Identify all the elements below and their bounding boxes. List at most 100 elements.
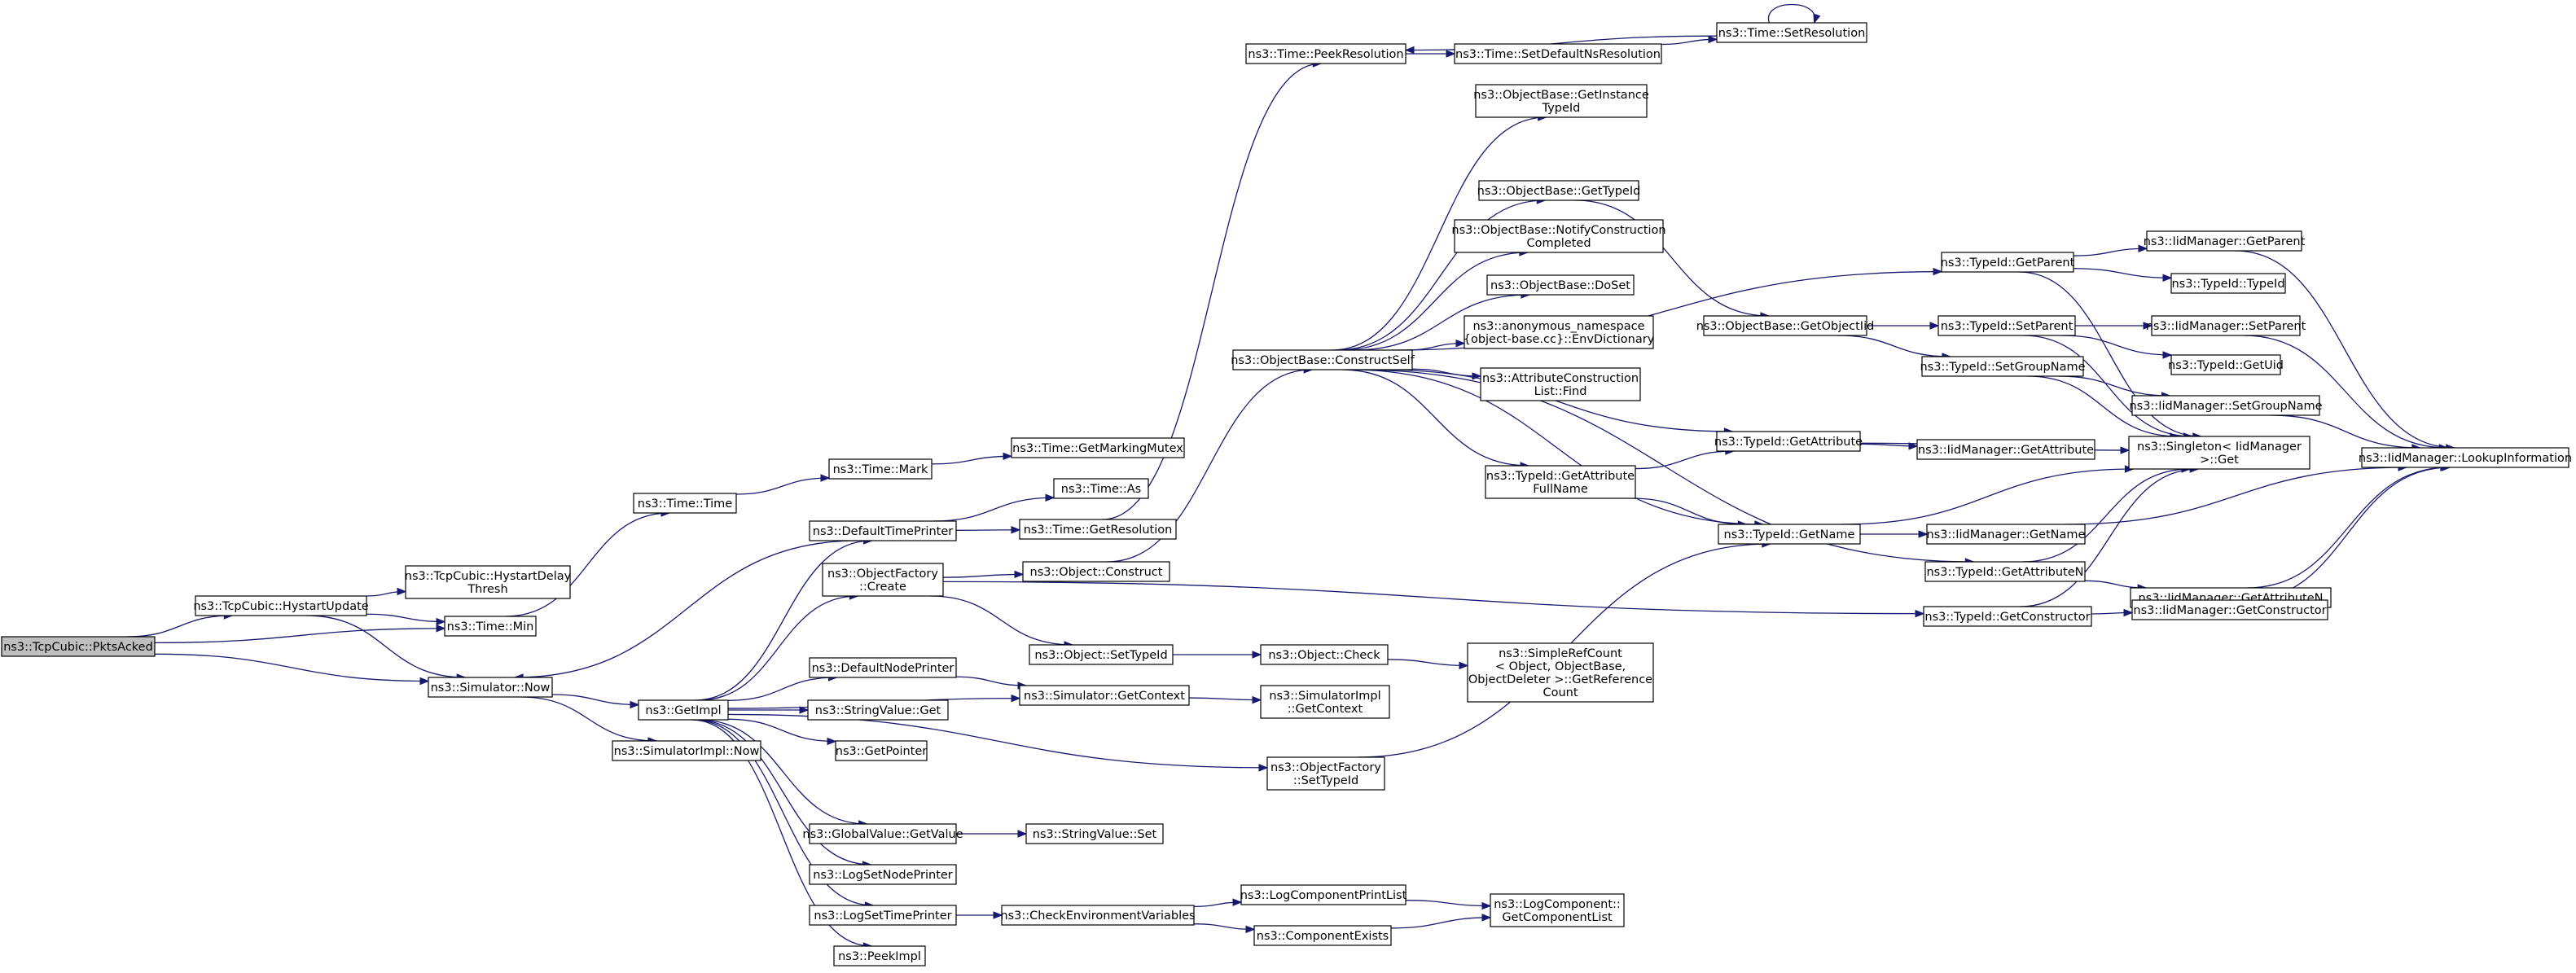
call-edge-tidgetattrn-to-singleton: [2022, 465, 2192, 563]
node-iidgetparent[interactable]: ns3::IidManager::GetParent: [2144, 230, 2306, 252]
node-dtp[interactable]: ns3::DefaultTimePrinter: [809, 520, 957, 541]
call-edge-lcpl-to-lcgcl: [1405, 900, 1492, 910]
node-iidgetctor[interactable]: ns3::IidManager::GetConstructor: [2131, 599, 2328, 620]
node-simgetctx[interactable]: ns3::Simulator::GetContext: [1019, 685, 1190, 706]
node-tas[interactable]: ns3::Time::As: [1053, 478, 1149, 499]
node-lsnp[interactable]: ns3::LogSetNodePrinter: [809, 864, 957, 885]
node-iidgetattr[interactable]: ns3::IidManager::GetAttribute: [1916, 439, 2095, 460]
node-obgoid[interactable]: ns3::ObjectBase::GetObjectIid: [1696, 315, 1875, 336]
node-gvget[interactable]: ns3::GlobalValue::GetValue: [802, 823, 963, 844]
node-tgetmm[interactable]: ns3::Time::GetMarkingMutex: [1011, 437, 1185, 458]
call-nodes: ns3::TcpCubic::PktsAcked ns3::TcpCubic::H…: [1, 22, 2572, 966]
node-box: [1029, 644, 1174, 665]
edge-arrowhead: [1813, 13, 1821, 24]
call-edge-compexists-to-lcgcl: [1390, 914, 1492, 929]
node-ocheck[interactable]: ns3::Object::Check: [1260, 644, 1389, 665]
node-iidlookup[interactable]: ns3::IidManager::LookupInformation: [2359, 447, 2572, 468]
edge-arrowhead: [827, 737, 837, 746]
node-tgetres[interactable]: ns3::Time::GetResolution: [1019, 519, 1177, 540]
node-label: ns3::Time::As: [1061, 483, 1141, 496]
node-lcgcl[interactable]: ns3::LogComponent::GetComponentList: [1490, 893, 1625, 927]
node-box: [1260, 685, 1390, 719]
node-tpeek[interactable]: ns3::Time::PeekResolution: [1245, 43, 1406, 64]
node-label: ns3::Time::GetResolution: [1024, 524, 1173, 537]
node-simnow[interactable]: ns3::Simulator::Now: [428, 677, 553, 698]
node-anonenv[interactable]: ns3::anonymous_namespace{object-base.cc}…: [1464, 315, 1655, 349]
edge-line: [695, 719, 871, 866]
node-peekimpl[interactable]: ns3::PeekImpl: [833, 945, 926, 966]
node-obgtid[interactable]: ns3::ObjectBase::GetTypeId: [1477, 180, 1641, 201]
node-root[interactable]: ns3::TcpCubic::PktsAcked: [1, 636, 156, 657]
edge-line: [2061, 335, 2172, 356]
node-compexists[interactable]: ns3::ComponentExists: [1253, 925, 1392, 946]
node-dnp[interactable]: ns3::DefaultNodePrinter: [809, 657, 957, 678]
node-tsetres[interactable]: ns3::Time::SetResolution: [1716, 22, 1867, 43]
node-tidgetattrn[interactable]: ns3::TypeId::GetAttributeN: [1924, 561, 2086, 582]
node-hystart[interactable]: ns3::TcpCubic::HystartUpdate: [193, 595, 369, 616]
node-obdoset[interactable]: ns3::ObjectBase::DoSet: [1486, 274, 1635, 296]
edge-arrowhead: [2123, 608, 2134, 617]
node-simimplctx[interactable]: ns3::SimulatorImpl::GetContext: [1260, 685, 1390, 719]
edge-line: [931, 455, 1012, 465]
edge-line: [520, 696, 656, 742]
node-lstp[interactable]: ns3::LogSetTimePrinter: [809, 905, 957, 926]
edge-line: [2245, 467, 2451, 601]
node-getimpl[interactable]: ns3::GetImpl: [638, 699, 729, 721]
node-obncc[interactable]: ns3::ObjectBase::NotifyConstructionCompl…: [1451, 219, 1666, 253]
node-tmark[interactable]: ns3::Time::Mark: [828, 458, 933, 480]
edge-line: [2271, 414, 2420, 449]
edge-arrowhead: [1232, 898, 1243, 906]
node-label: ns3::TcpCubic::PktsAcked: [3, 641, 153, 654]
node-simimplnow[interactable]: ns3::SimulatorImpl::Now: [612, 740, 761, 761]
node-osettid[interactable]: ns3::Object::SetTypeId: [1029, 644, 1174, 665]
node-box: [1253, 925, 1392, 946]
call-edge-iidsetparent-to-iidlookup: [2243, 335, 2449, 452]
call-edge-tidsetparent-to-tidgetuid: [2061, 335, 2173, 359]
call-edge-ocheck-to-srcount: [1387, 659, 1469, 670]
node-tidgetparent[interactable]: ns3::TypeId::GetParent: [1941, 252, 2075, 273]
edge-arrowhead: [1459, 661, 1469, 670]
call-edge-ttime-to-tmark: [735, 474, 831, 495]
node-ttime[interactable]: ns3::Time::Time: [633, 493, 737, 514]
node-ofsettid[interactable]: ns3::ObjectFactory::SetTypeId: [1266, 756, 1385, 791]
node-singleton[interactable]: ns3::Singleton< IidManager>::Get: [2128, 436, 2311, 470]
node-box: [1019, 519, 1177, 540]
node-tsetdef[interactable]: ns3::Time::SetDefaultNsResolution: [1454, 43, 1662, 64]
node-label: ns3::Time::Min: [447, 620, 534, 633]
node-srcount[interactable]: ns3::SimpleRefCount< Object, ObjectBase,…: [1467, 642, 1654, 703]
call-edge-simgetctx-to-simimplctx: [1188, 695, 1262, 704]
node-iidsetgn[interactable]: ns3::IidManager::SetGroupName: [2129, 395, 2323, 416]
node-svset[interactable]: ns3::StringValue::Set: [1025, 823, 1164, 844]
node-box: [1245, 43, 1406, 64]
node-iidsetparent[interactable]: ns3::IidManager::SetParent: [2146, 315, 2306, 336]
node-tidtid[interactable]: ns3::TypeId::TypeId: [2170, 273, 2286, 294]
node-obcs[interactable]: ns3::ObjectBase::ConstructSelf: [1231, 349, 1415, 370]
node-lcpl[interactable]: ns3::LogComponentPrintList: [1240, 884, 1407, 905]
node-tidgetuid[interactable]: ns3::TypeId::GetUid: [2168, 354, 2284, 375]
node-tmin[interactable]: ns3::Time::Min: [444, 616, 537, 637]
node-label: ns3::Simulator::Now: [431, 682, 551, 695]
edge-line: [2022, 468, 2190, 563]
call-edge-tsetres-to-tsetres: [1767, 3, 1821, 24]
call-edge-checkenv-to-compexists: [1193, 923, 1256, 934]
node-oconstruct[interactable]: ns3::Object::Construct: [1022, 561, 1170, 582]
node-tidgetname[interactable]: ns3::TypeId::GetName: [1718, 524, 1861, 545]
node-ofcreate[interactable]: ns3::ObjectFactory::Create: [822, 563, 944, 597]
call-edge-simnow-to-getimpl: [551, 694, 640, 709]
node-getptr[interactable]: ns3::GetPointer: [835, 740, 928, 761]
node-svget[interactable]: ns3::StringValue::Get: [807, 699, 949, 721]
node-tidgetctor[interactable]: ns3::TypeId::GetConstructor: [1923, 606, 2092, 627]
node-label: ns3::TypeId::SetParent: [1941, 320, 2074, 333]
edge-arrowhead: [2162, 274, 2173, 283]
node-tidsetgn[interactable]: ns3::TypeId::SetGroupName: [1920, 356, 2086, 377]
node-iidgetname[interactable]: ns3::IidManager::GetName: [1926, 524, 2086, 545]
node-tidgetattr[interactable]: ns3::TypeId::GetAttribute: [1714, 431, 1863, 452]
node-checkenv[interactable]: ns3::CheckEnvironmentVariables: [1000, 905, 1196, 926]
edge-line: [727, 713, 1268, 769]
node-box: [1454, 219, 1664, 253]
node-tidsetparent[interactable]: ns3::TypeId::SetParent: [1937, 315, 2076, 336]
